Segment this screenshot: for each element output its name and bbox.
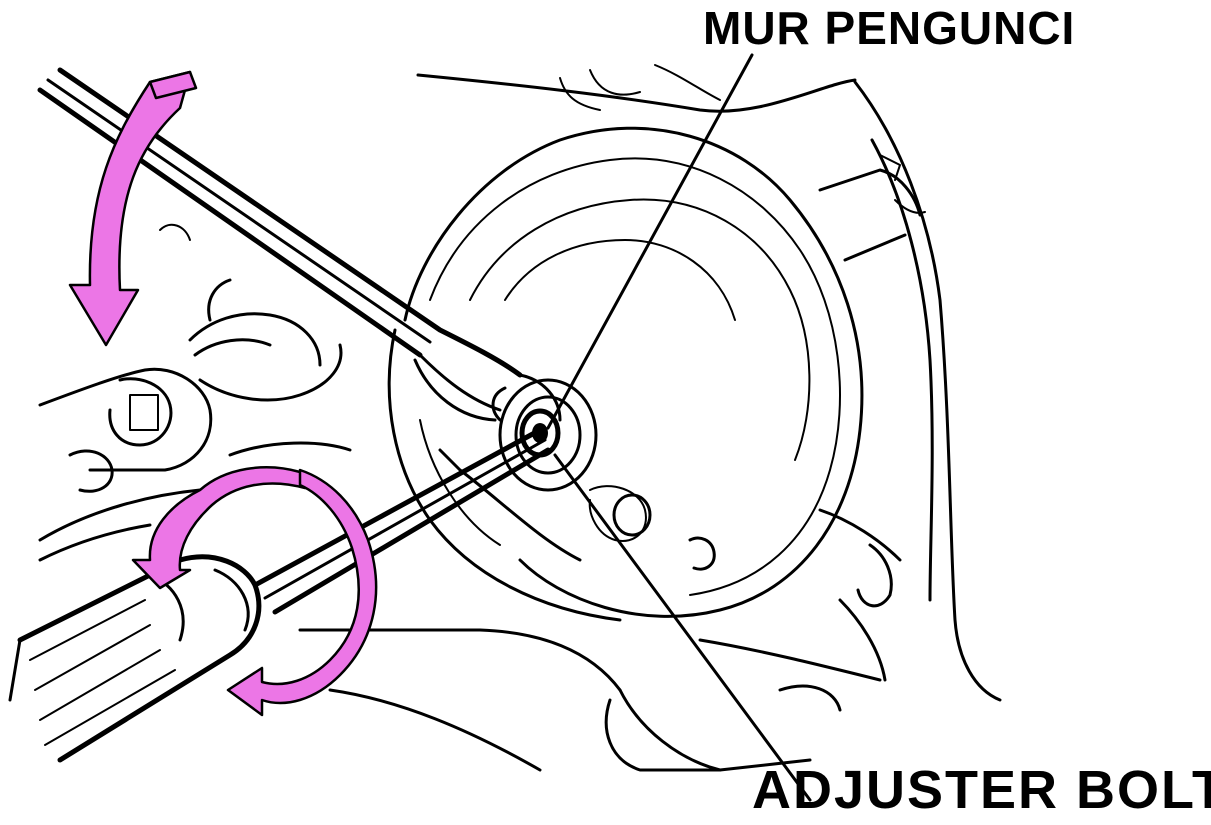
swing-arrow-icon [68,70,198,347]
housing-outline [416,64,1002,702]
leader-lines [546,53,812,802]
rotate-counterclockwise-arrow-icon [131,466,307,590]
adjuster-bolt-label: ADJUSTER BOLT [752,760,1211,820]
left-parts [38,223,882,772]
drum-housing [387,126,864,622]
adjuster-bolt-leader-line [553,453,812,802]
center-hub [491,378,598,492]
lock-nut-leader-line [546,53,754,430]
screwdriver [8,427,551,763]
rotate-clockwise-arrow-icon [226,468,378,717]
lock-nut-label: MUR PENGUNCI [703,2,1076,54]
wrench [37,67,562,422]
